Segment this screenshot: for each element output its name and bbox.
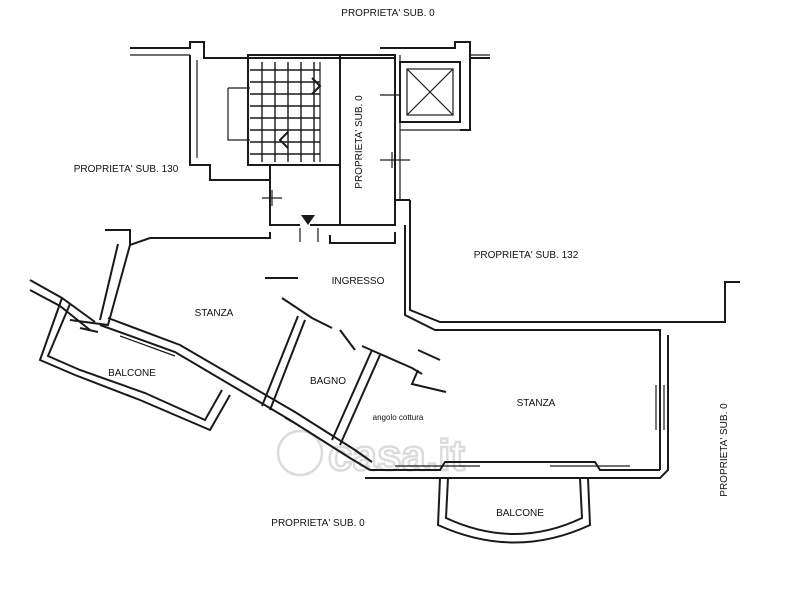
lift-shaft xyxy=(399,61,461,131)
stair-arrow-up-icon xyxy=(311,77,322,95)
label-far-right-sub0: PROPRIETA' SUB. 0 xyxy=(719,403,730,497)
label-left-sub130: PROPRIETA' SUB. 130 xyxy=(74,164,179,175)
stair-arrow-down-icon xyxy=(278,131,289,149)
watermark-text: casa.it xyxy=(328,431,465,480)
label-top-sub0: PROPRIETA' SUB. 0 xyxy=(341,8,435,19)
apartment-walls xyxy=(69,200,740,479)
room-balcone-left: BALCONE xyxy=(108,368,156,379)
room-stanza-right: STANZA xyxy=(517,398,556,409)
room-stanza-left: STANZA xyxy=(195,308,234,319)
room-balcone-bottom: BALCONE xyxy=(496,508,544,519)
label-stair-sub0: PROPRIETA' SUB. 0 xyxy=(354,95,365,189)
stair-core xyxy=(227,54,461,242)
bottom-balcony xyxy=(436,477,592,544)
entrance-arrow-icon xyxy=(301,215,315,225)
label-right-sub132: PROPRIETA' SUB. 132 xyxy=(474,250,579,261)
room-ingresso: INGRESSO xyxy=(332,276,385,287)
interior-partitions xyxy=(261,277,447,446)
room-bagno: BAGNO xyxy=(310,376,346,387)
stair-treads xyxy=(227,62,322,162)
room-angolo-cottura: angolo cottura xyxy=(373,413,424,422)
label-bottom-sub0: PROPRIETA' SUB. 0 xyxy=(271,518,365,529)
left-balcony xyxy=(29,279,231,432)
top-boundary xyxy=(130,41,490,181)
watermark: casa.it xyxy=(276,429,467,481)
